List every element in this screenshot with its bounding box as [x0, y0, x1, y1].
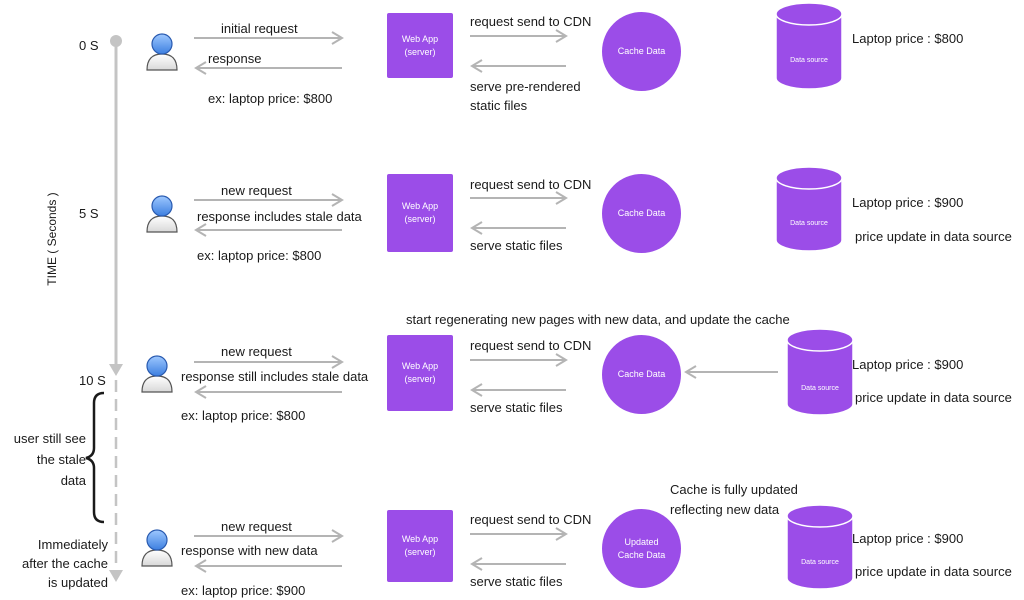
request-label: new request	[221, 519, 292, 534]
tick-10s: 10 S	[79, 373, 106, 388]
cache-node: Cache Data	[602, 12, 681, 91]
updated-cache-node: Updated Cache Data	[602, 509, 681, 588]
data-source-cylinder	[775, 166, 843, 252]
response-label: response	[208, 51, 262, 66]
cdn-response-label: serve static files	[470, 400, 563, 415]
data-source-cylinder	[786, 328, 854, 416]
web-app-box: Web App (server)	[387, 174, 453, 252]
response-label: response with new data	[181, 543, 318, 558]
immediately-annotation: Immediately after the cache is updated	[22, 537, 108, 590]
timeline-arrow-1	[109, 364, 123, 376]
data-source-label: Data source	[790, 57, 828, 64]
stale-annotation: user still see the stale data	[13, 431, 86, 488]
example-label: ex: laptop price: $800	[181, 408, 306, 423]
stale-brace	[85, 391, 105, 524]
request-label: new request	[221, 344, 292, 359]
cache-node: Cache Data	[602, 335, 681, 414]
request-label: new request	[221, 183, 292, 198]
cdn-request-label: request send to CDN	[470, 177, 592, 192]
request-label: initial request	[221, 21, 298, 36]
data-source-label: Data source	[801, 559, 839, 566]
web-app-box: Web App (server)	[387, 510, 453, 582]
cache-updated-note: Cache is fully updated reflecting new da…	[670, 482, 798, 517]
data-source-cylinder	[775, 2, 843, 90]
cdn-request-label: request send to CDN	[470, 338, 592, 353]
price-update-note: price update in data source	[855, 229, 1012, 244]
y-axis-label: TIME ( Seconds )	[45, 192, 59, 286]
cdn-request-label: request send to CDN	[470, 14, 592, 29]
example-label: ex: laptop price: $900	[181, 583, 306, 598]
cdn-response-label: serve static files	[470, 238, 563, 253]
regenerate-note: start regenerating new pages with new da…	[406, 312, 790, 327]
user-icon	[141, 529, 173, 567]
data-source-label: Data source	[801, 385, 839, 392]
response-label: response includes stale data	[197, 209, 362, 224]
user-icon	[146, 195, 178, 233]
timeline	[109, 35, 123, 582]
price-label: Laptop price : $900	[852, 357, 964, 372]
arrows	[194, 29, 778, 573]
tick-0s: 0 S	[79, 38, 99, 53]
user-icon	[141, 355, 173, 393]
cdn-request-label: request send to CDN	[470, 512, 592, 527]
price-update-note: price update in data source	[855, 564, 1012, 579]
web-app-box: Web App (server)	[387, 335, 453, 411]
example-label: ex: laptop price: $800	[197, 248, 322, 263]
price-label: Laptop price : $900	[852, 531, 964, 546]
price-update-note: price update in data source	[855, 390, 1012, 405]
price-label: Laptop price : $800	[852, 31, 964, 46]
cache-node: Cache Data	[602, 174, 681, 253]
cdn-response-label: serve static files	[470, 574, 563, 589]
timeline-arrow-2	[109, 570, 123, 582]
cdn-response-label: serve pre-rendered static files	[470, 79, 581, 113]
example-label: ex: laptop price: $800	[208, 91, 333, 106]
tick-5s: 5 S	[79, 206, 99, 221]
price-label: Laptop price : $900	[852, 195, 964, 210]
data-source-cylinder	[786, 504, 854, 590]
response-label: response still includes stale data	[181, 369, 369, 384]
user-icon	[146, 33, 178, 71]
data-source-label: Data source	[790, 220, 828, 227]
web-app-box: Web App (server)	[387, 13, 453, 78]
